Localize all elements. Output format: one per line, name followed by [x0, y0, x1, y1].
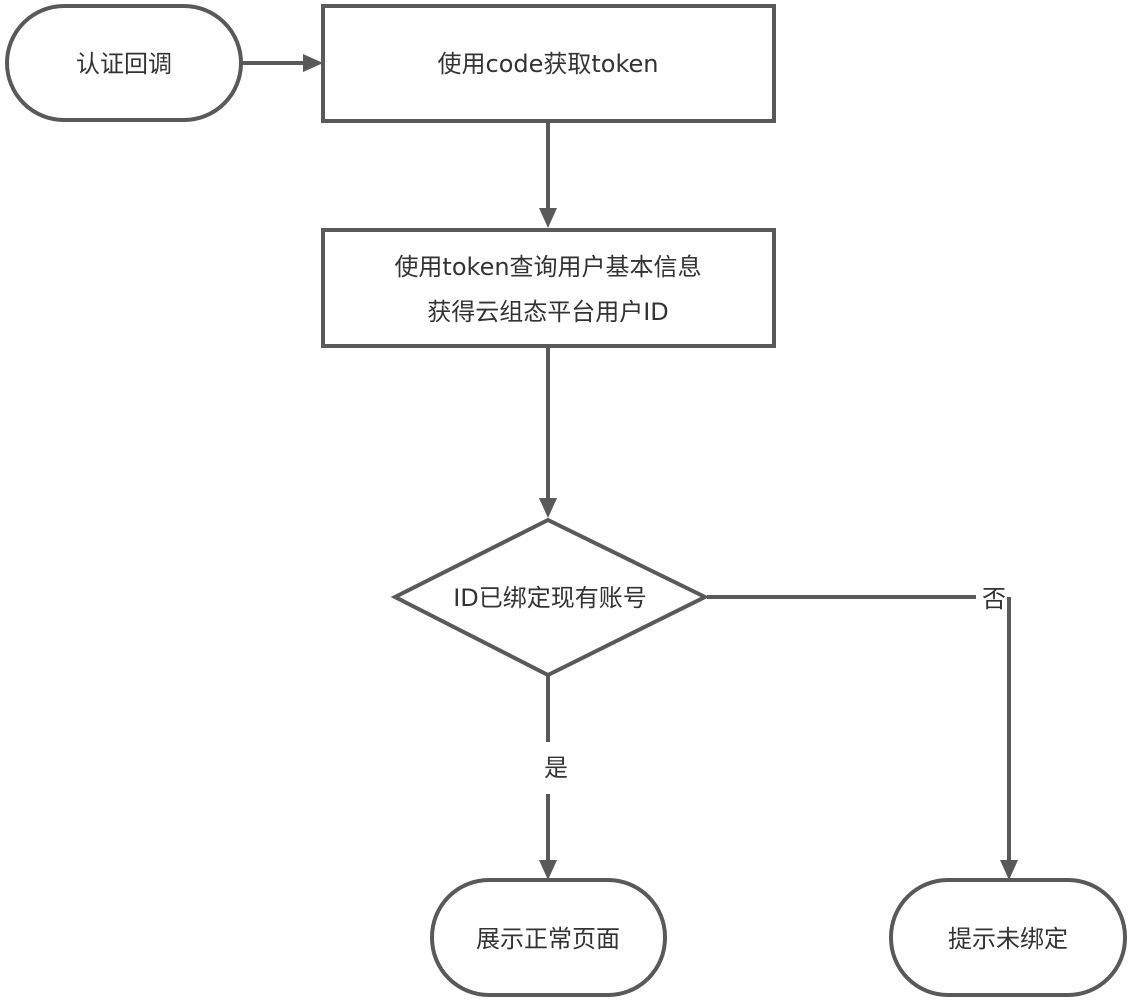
node-label-line-2: 获得云组态平台用户ID: [427, 298, 669, 326]
arrowhead-icon: [1000, 860, 1018, 880]
arrowhead-icon: [539, 208, 557, 228]
node-auth-callback[interactable]: 认证回调: [5, 4, 243, 122]
node-query-user[interactable]: 使用token查询用户基本信息 获得云组态平台用户ID: [321, 228, 776, 348]
node-decision-id-bound[interactable]: ID已绑定现有账号: [390, 517, 710, 678]
node-label: 认证回调: [76, 50, 172, 78]
node-show-page[interactable]: 展示正常页面: [430, 878, 667, 997]
edge-decision-no: 否: [707, 585, 1018, 880]
node-label-line-1: 使用token查询用户基本信息: [394, 253, 701, 281]
node-label: 展示正常页面: [476, 925, 620, 953]
node-get-token[interactable]: 使用code获取token: [321, 4, 776, 123]
node-prompt-unbound[interactable]: 提示未绑定: [889, 878, 1127, 997]
node-label: 使用code获取token: [438, 50, 659, 78]
edge-label-no: 否: [982, 585, 1006, 613]
arrowhead-icon: [539, 498, 557, 518]
edge-get-token-to-query-user: [539, 121, 557, 228]
edge-auth-callback-to-get-token: [241, 54, 323, 72]
node-label: 提示未绑定: [948, 925, 1068, 953]
node-label: ID已绑定现有账号: [453, 584, 647, 612]
edge-decision-yes: 是: [539, 676, 568, 880]
edge-query-user-to-decision: [539, 346, 557, 518]
arrowhead-icon: [303, 54, 323, 72]
arrowhead-icon: [539, 860, 557, 880]
edge-label-yes: 是: [544, 754, 568, 782]
